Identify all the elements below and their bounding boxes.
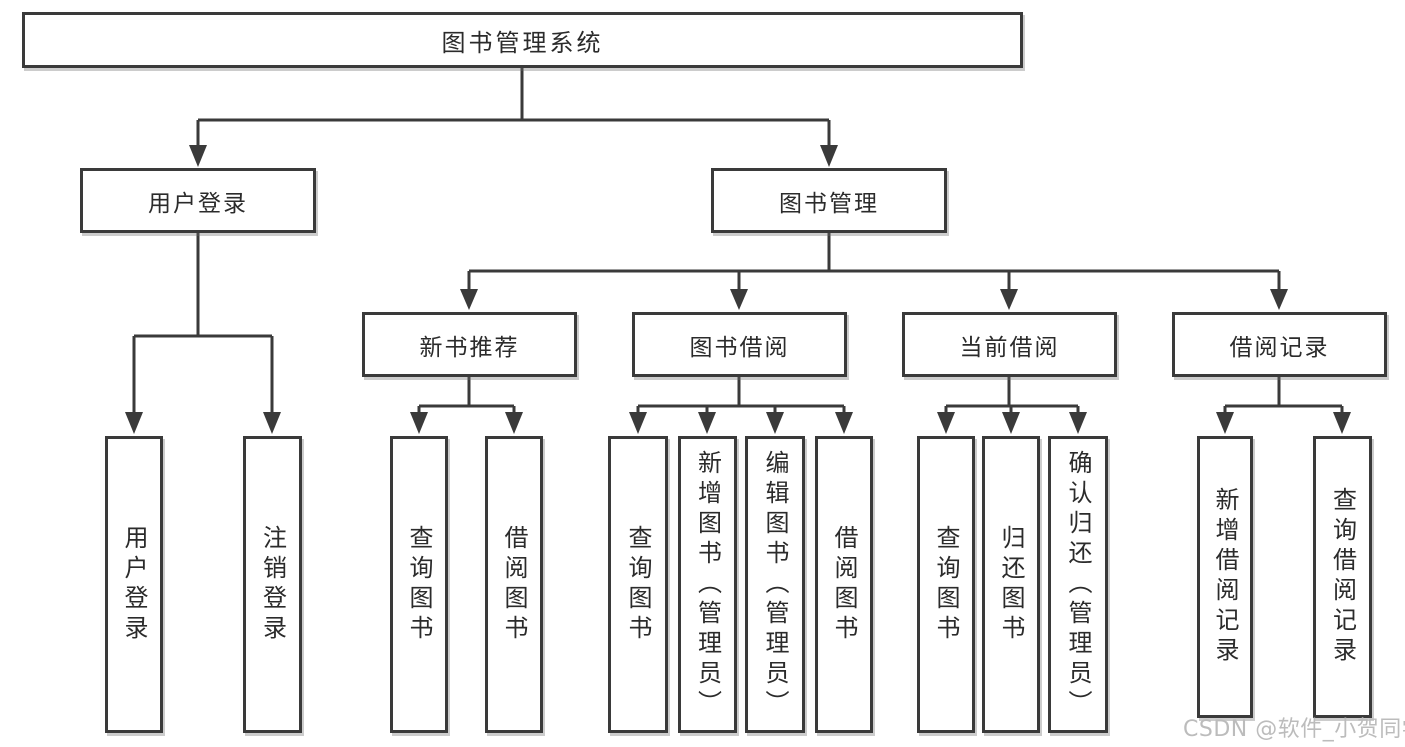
connector-book-borrow-split bbox=[636, 377, 846, 415]
connector-book-management-split bbox=[467, 233, 1281, 290]
leaf-user-login: 用户登录 bbox=[105, 436, 163, 733]
node-label: 借阅图书 bbox=[830, 524, 858, 645]
connector-root-to-level2 bbox=[196, 68, 831, 147]
leaf-query-books-recommend: 查询图书 bbox=[390, 436, 448, 733]
node-label: 归还图书 bbox=[997, 524, 1025, 645]
node-label: 图书借阅 bbox=[689, 334, 790, 361]
node-label: 借阅记录 bbox=[1229, 334, 1330, 361]
node-label: 编辑图书（管理员） bbox=[761, 449, 789, 720]
branch-book-management: 图书管理 bbox=[711, 168, 947, 233]
arrowheads bbox=[125, 145, 1351, 434]
leaf-logout: 注销登录 bbox=[243, 436, 302, 733]
leaf-return-books: 归还图书 bbox=[982, 436, 1040, 733]
leaf-borrow-books-recommend: 借阅图书 bbox=[485, 436, 543, 733]
node-borrow-records: 借阅记录 bbox=[1172, 312, 1387, 377]
arrowhead bbox=[1333, 412, 1351, 434]
leaf-borrow-books: 借阅图书 bbox=[815, 436, 873, 733]
arrowhead bbox=[1270, 289, 1288, 310]
connector-current-borrow-split bbox=[944, 377, 1080, 415]
node-label: 借阅图书 bbox=[500, 524, 528, 645]
leaf-query-books-current: 查询图书 bbox=[917, 436, 975, 733]
node-label: 当前借阅 bbox=[959, 334, 1060, 361]
arrowhead bbox=[189, 145, 207, 167]
connector-new-book-recommend-split bbox=[417, 377, 516, 415]
arrowhead bbox=[698, 412, 716, 434]
arrowhead bbox=[1002, 412, 1020, 434]
node-book-borrow: 图书借阅 bbox=[632, 312, 847, 377]
node-label: 图书管理 bbox=[779, 190, 879, 217]
node-current-borrow: 当前借阅 bbox=[902, 312, 1117, 377]
leaf-query-borrow-record: 查询借阅记录 bbox=[1313, 436, 1372, 718]
node-label: 查询图书 bbox=[405, 524, 433, 645]
leaf-add-borrow-record: 新增借阅记录 bbox=[1197, 436, 1253, 718]
arrowhead bbox=[937, 412, 955, 434]
arrowhead bbox=[1069, 412, 1087, 434]
arrowhead bbox=[505, 412, 523, 434]
leaf-query-books-borrow: 查询图书 bbox=[608, 436, 668, 733]
arrowhead bbox=[820, 145, 838, 167]
node-label: 图书管理系统 bbox=[441, 28, 604, 57]
connector-user-login-split bbox=[132, 233, 274, 415]
leaf-edit-book-admin: 编辑图书（管理员） bbox=[745, 436, 805, 733]
connector-borrow-records-split bbox=[1223, 377, 1344, 415]
node-new-book-recommend: 新书推荐 bbox=[362, 312, 577, 377]
node-label: 新增图书（管理员） bbox=[693, 449, 722, 720]
arrowhead bbox=[1216, 412, 1234, 434]
arrowhead bbox=[125, 412, 143, 434]
arrowhead bbox=[835, 412, 853, 434]
leaf-add-book-admin: 新增图书（管理员） bbox=[678, 436, 737, 733]
arrowhead bbox=[460, 289, 478, 310]
node-label: 查询图书 bbox=[932, 524, 960, 645]
node-label: 查询图书 bbox=[624, 524, 652, 645]
node-root: 图书管理系统 bbox=[22, 12, 1023, 68]
node-label: 注销登录 bbox=[258, 524, 287, 645]
arrowhead bbox=[730, 289, 748, 310]
branch-user-login: 用户登录 bbox=[80, 168, 316, 233]
arrowhead bbox=[1000, 289, 1018, 310]
node-label: 确认归还（管理员） bbox=[1064, 449, 1092, 720]
arrowhead bbox=[629, 412, 647, 434]
watermark-text: CSDN @软件_小贺同学 bbox=[1183, 717, 1405, 742]
node-label: 用户登录 bbox=[148, 190, 248, 217]
leaf-confirm-return-admin: 确认归还（管理员） bbox=[1048, 436, 1108, 733]
arrowhead bbox=[410, 412, 428, 434]
node-label: 用户登录 bbox=[120, 524, 148, 645]
arrowhead bbox=[766, 412, 784, 434]
arrowhead bbox=[263, 412, 281, 434]
node-label: 新增借阅记录 bbox=[1211, 487, 1239, 667]
node-label: 新书推荐 bbox=[419, 334, 520, 361]
node-label: 查询借阅记录 bbox=[1328, 487, 1357, 667]
